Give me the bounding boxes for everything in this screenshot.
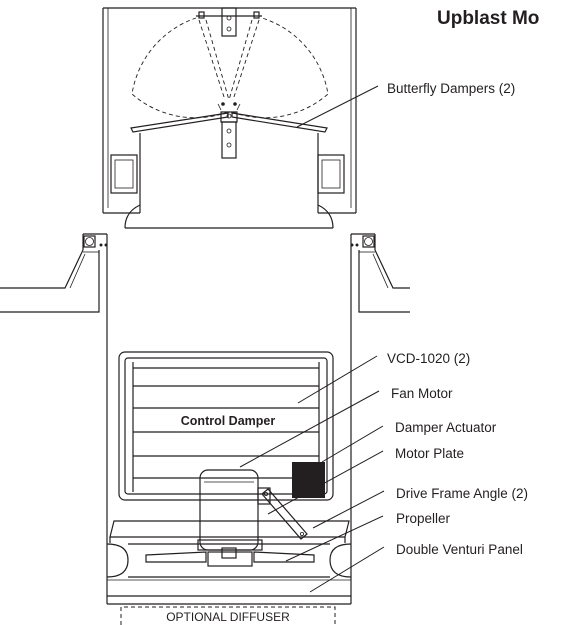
drive-frame-angle	[261, 488, 308, 540]
label-double-venturi-panel: Double Venturi Panel	[396, 542, 523, 557]
top-pivot-bracket	[196, 7, 262, 37]
label-drive-frame-angle: Drive Frame Angle (2)	[396, 486, 528, 501]
optional-diffuser-label: OPTIONAL DIFFUSER	[166, 610, 290, 624]
label-motor-plate: Motor Plate	[395, 446, 464, 461]
fan-motor	[197, 469, 271, 551]
label-damper-actuator: Damper Actuator	[395, 420, 497, 435]
label-butterfly-dampers: Butterfly Dampers (2)	[387, 81, 515, 96]
label-fan-motor: Fan Motor	[391, 386, 453, 401]
label-propeller: Propeller	[396, 511, 451, 526]
damper-actuator	[292, 462, 325, 498]
propeller	[145, 547, 315, 567]
leader-lines	[239, 85, 385, 593]
control-damper-label: Control Damper	[181, 414, 276, 428]
control-damper: Control Damper	[118, 351, 334, 501]
motor-plate	[109, 520, 350, 543]
venturi-panel	[106, 543, 352, 581]
fan-body	[106, 234, 352, 605]
hood-housing	[102, 7, 357, 229]
roof-curb	[0, 233, 410, 313]
label-vcd-1020: VCD-1020 (2)	[387, 351, 470, 366]
optional-diffuser: OPTIONAL DIFFUSER	[120, 606, 336, 625]
diagram-title: Upblast Mo	[437, 8, 539, 29]
butterfly-dampers	[130, 102, 328, 159]
damper-swing-arcs	[131, 17, 329, 119]
